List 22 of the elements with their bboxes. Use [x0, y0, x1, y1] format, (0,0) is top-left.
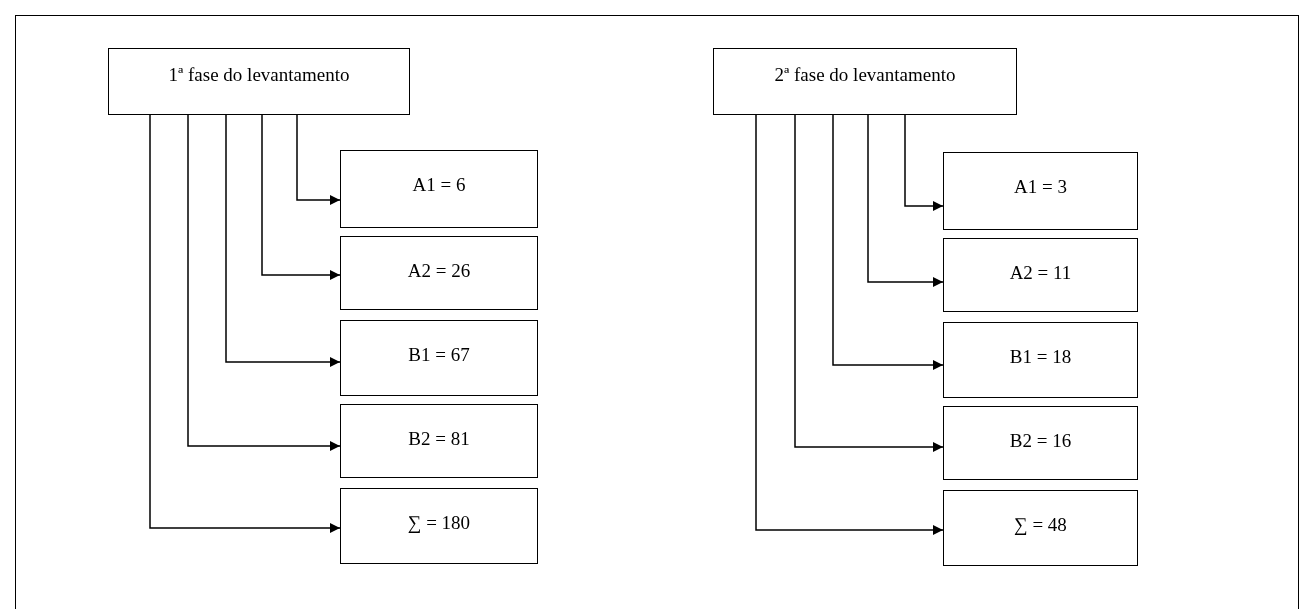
- arrow: [832, 114, 944, 370]
- arrow: [794, 114, 944, 452]
- count-box: ∑ = 48: [943, 490, 1138, 566]
- count-box: B2 = 16: [943, 406, 1138, 480]
- arrow: [296, 114, 341, 205]
- arrow: [904, 114, 944, 211]
- count-box: ∑ = 180: [340, 488, 538, 564]
- count-box: B1 = 18: [943, 322, 1138, 398]
- arrow: [187, 114, 341, 451]
- phase-box: 2ª fase do levantamento: [713, 48, 1017, 115]
- count-box: B2 = 81: [340, 404, 538, 478]
- count-box: B1 = 67: [340, 320, 538, 396]
- arrow: [755, 114, 944, 535]
- count-box: A2 = 11: [943, 238, 1138, 312]
- arrow: [149, 114, 341, 533]
- count-box: A2 = 26: [340, 236, 538, 310]
- phase-box: 1ª fase do levantamento: [108, 48, 410, 115]
- arrow: [867, 114, 944, 287]
- count-box: A1 = 3: [943, 152, 1138, 230]
- arrow: [261, 114, 341, 280]
- arrow: [225, 114, 341, 367]
- count-box: A1 = 6: [340, 150, 538, 228]
